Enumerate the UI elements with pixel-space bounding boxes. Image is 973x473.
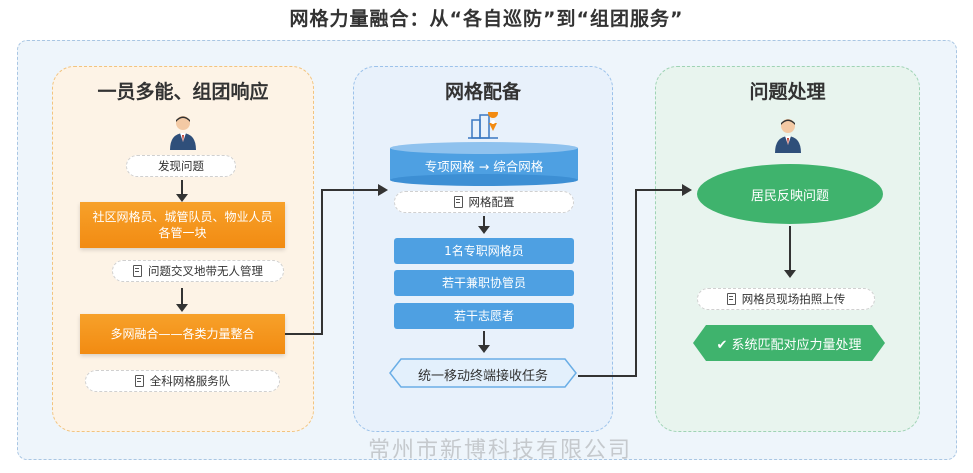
grid-transform-label: 专项网格 → 综合网格	[424, 159, 544, 174]
watermark-text: 常州市新博科技有限公司	[367, 438, 632, 463]
page-title: 网格力量融合：从“各自巡防”到“组团服务”	[289, 8, 684, 30]
arrow-down-icon	[784, 226, 796, 278]
volunteer-bar: 若干志愿者	[394, 303, 574, 329]
document-icon	[726, 293, 736, 305]
discover-problem-pill: 发现问题	[126, 155, 236, 177]
panel-mid-title: 网格配备	[444, 81, 521, 103]
task-hex-shape	[389, 358, 577, 388]
fulltime-staff-bar: 1名专职网格员	[394, 238, 574, 264]
person-icon	[170, 116, 196, 150]
document-icon	[133, 265, 142, 277]
resident-report-ellipse: 居民反映问题	[697, 164, 883, 224]
panel-right-title: 问题处理	[749, 81, 826, 103]
grid-config-pill: 网格配置	[394, 191, 574, 213]
photo-upload-pill: 网格员现场拍照上传	[697, 288, 875, 310]
parttime-staff-bar: 若干兼职协管员	[394, 270, 574, 296]
grid-cylinder	[390, 142, 578, 186]
arrow-down-icon	[478, 216, 490, 234]
document-icon	[453, 196, 463, 208]
document-icon	[134, 375, 144, 387]
service-team-pill: 全科网格服务队	[85, 370, 280, 392]
person-icon	[775, 119, 801, 153]
arrow-down-icon	[478, 331, 490, 353]
panel-left-title: 一员多能、组团响应	[97, 81, 269, 103]
building-location-icon	[468, 112, 498, 139]
system-match-hex-shape	[693, 325, 885, 361]
system-match-label: ✔ 系统匹配对应力量处理	[716, 338, 862, 353]
multi-network-bar: 多网融合——各类力量整合	[80, 314, 285, 354]
roles-bar: 社区网格员、城管队员、物业人员 各管一块	[80, 202, 285, 248]
arrow-down-icon	[176, 180, 188, 202]
unified-terminal-label: 统一移动终端接收任务	[417, 369, 548, 384]
cross-area-pill: 问题交叉地带无人管理	[112, 260, 284, 282]
arrow-down-icon	[176, 288, 188, 312]
panel-right: 问题处理	[655, 66, 920, 432]
